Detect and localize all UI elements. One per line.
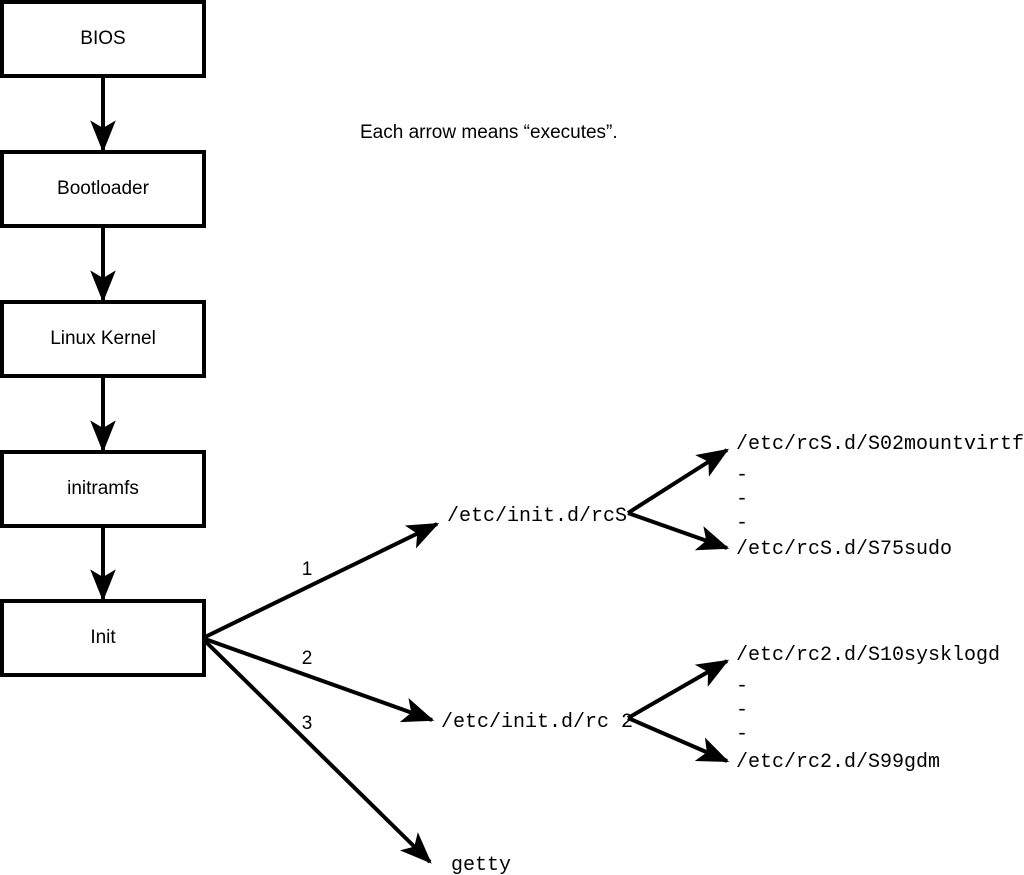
arrow-rc2-scripts-last <box>627 716 730 763</box>
label-init-d-rcs: /etc/init.d/rcS <box>447 505 628 528</box>
label-rc2d-s10sysklogd: /etc/rc2.d/S10sysklogd <box>736 644 1001 667</box>
label-rc2d-s99gdm: /etc/rc2.d/S99gdm <box>736 751 941 774</box>
init-branch-arrows <box>203 522 440 864</box>
box-label-bios: BIOS <box>80 28 126 49</box>
script-fan-arrows <box>626 448 730 763</box>
rcsd-ellipsis-dash-1: - <box>736 464 749 487</box>
label-getty: getty <box>451 854 512 875</box>
arrow-branch-getty <box>203 639 432 864</box>
rc2d-ellipsis-dash-3: - <box>736 723 749 746</box>
arrow-rcs-scripts-first <box>626 448 730 515</box>
label-init-d-rc-2: /etc/init.d/rc 2 <box>441 711 634 734</box>
box-label-initramfs: initramfs <box>67 478 139 499</box>
branch-number-3: 3 <box>301 713 313 734</box>
rc2d-ellipsis-dash-2: - <box>736 699 749 722</box>
rc2d-ellipsis-dash-1: - <box>736 675 749 698</box>
box-label-linux-kernel: Linux Kernel <box>50 328 156 349</box>
box-label-bootloader: Bootloader <box>57 178 149 199</box>
label-rcsd-s02mountvirtfs: /etc/rcS.d/S02mountvirtfs <box>736 433 1024 456</box>
box-bios <box>0 0 206 78</box>
rcsd-ellipsis-dash-2: - <box>736 488 749 511</box>
arrow-branch-rcs <box>204 522 440 639</box>
arrow-branch-rc2 <box>204 637 435 723</box>
box-label-init: Init <box>90 627 116 648</box>
branch-number-2: 2 <box>301 648 313 669</box>
box-initramfs <box>0 450 206 528</box>
branch-number-1: 1 <box>301 559 313 580</box>
arrow-rc2-scripts-first <box>627 659 730 720</box>
diagram-caption: Each arrow means “executes”. <box>360 122 618 143</box>
rcsd-ellipsis-dash-3: - <box>736 512 749 535</box>
label-rcsd-s75sudo: /etc/rcS.d/S75sudo <box>736 538 953 561</box>
arrow-rcs-scripts-last <box>627 511 730 551</box>
